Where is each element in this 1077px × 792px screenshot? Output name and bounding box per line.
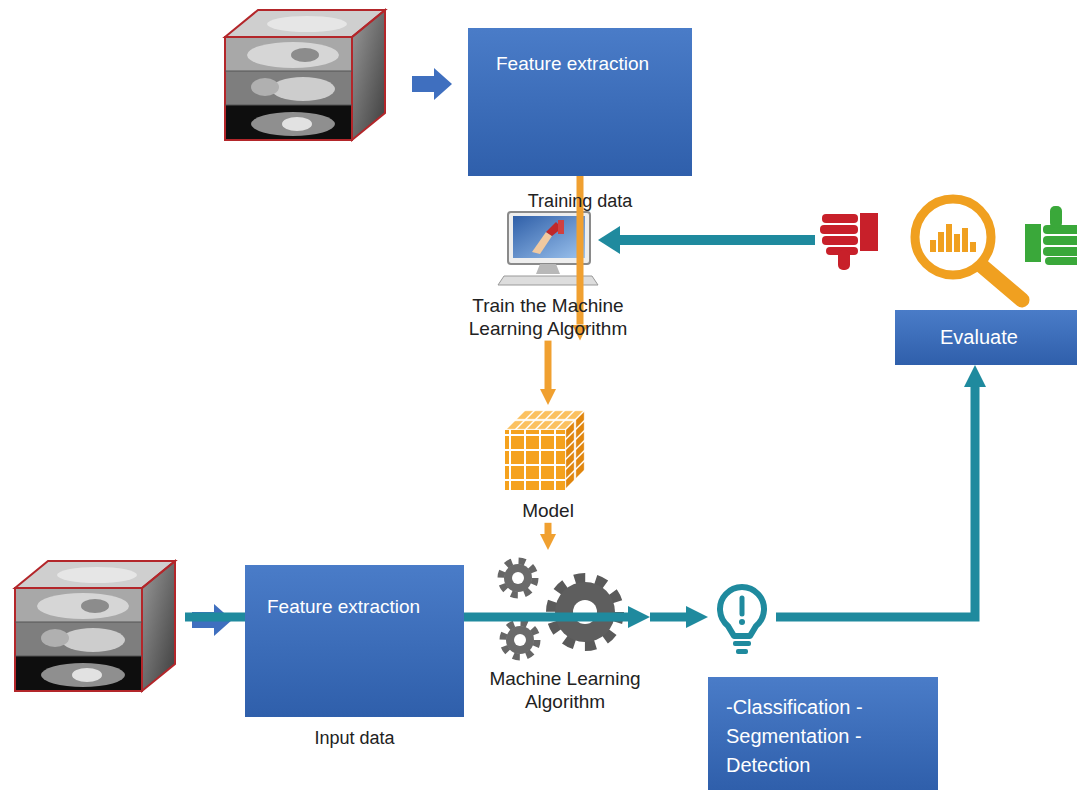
- node-caption: Input data: [185, 727, 524, 750]
- flow-arrow: [545, 523, 552, 534]
- node-caption: Training data: [408, 190, 752, 213]
- block-arrow-part: [412, 68, 452, 100]
- magnifier-icon-part: [938, 232, 944, 252]
- feedback-arrow-part: [618, 235, 815, 245]
- lightbulb-icon-part: [739, 619, 745, 625]
- magnifier-icon-part: [970, 242, 976, 252]
- computer-step: Train the Machine Learning Algorithm: [438, 200, 658, 341]
- magnifier-icon-part: [915, 199, 991, 275]
- process-box: Feature extractionTraining data: [468, 28, 692, 176]
- thumbs-up-icon-part: [1025, 224, 1041, 262]
- node-label: Machine Learning Algorithm: [480, 668, 650, 714]
- node-label: -Classification -Segmentation -Detection: [726, 693, 928, 780]
- gears-icon-part: [506, 626, 534, 654]
- node-label: Model: [478, 500, 618, 523]
- magnifier-icon-part: [982, 266, 1022, 300]
- thumbs-down-icon: [820, 213, 878, 270]
- mri-stack-image: [15, 561, 175, 691]
- magnifier-icon-part: [954, 234, 960, 252]
- node-label: Input data: [185, 727, 524, 750]
- node-label: Training data: [408, 190, 752, 213]
- gears-icon-part: [514, 634, 526, 646]
- gears-icon: [501, 561, 619, 657]
- thumbs-down-icon-part: [838, 250, 850, 270]
- feedback-arrow: [598, 226, 815, 254]
- thumbs-down-icon-part: [822, 214, 858, 223]
- lightbulb-icon-part: [733, 641, 751, 646]
- model-cube-icon-part: [505, 430, 565, 490]
- gears-icon-part: [555, 582, 615, 642]
- computer-icon-part: [532, 232, 552, 254]
- magnifier-icon-part: [930, 240, 936, 252]
- computer-icon-part: [558, 220, 564, 234]
- flow-arrow: [776, 387, 975, 617]
- gears-icon-part: [512, 572, 524, 584]
- model-cube-icon-part: [565, 410, 585, 490]
- magnifier-icon-part: [946, 224, 952, 252]
- thumbs-up-icon-part: [1045, 257, 1077, 265]
- block-arrow: [412, 68, 452, 100]
- lightbulb-icon-part: [740, 598, 745, 614]
- magnifier-icon: [915, 199, 1022, 300]
- gears-icon-part: [504, 564, 532, 592]
- evaluate-box: Evaluate: [895, 310, 1077, 365]
- computer-icon-part: [536, 264, 560, 274]
- model-cube-icon: [505, 410, 585, 490]
- algorithm-step: Machine Learning Algorithm: [480, 550, 650, 714]
- thumbs-up-icon: [1025, 206, 1077, 265]
- lightbulb-icon-part: [736, 649, 748, 654]
- flow-arrow: [650, 613, 686, 622]
- lightbulb-icon: [720, 587, 764, 654]
- thumbs-down-icon-part: [820, 225, 858, 234]
- flow-arrow: [545, 341, 552, 389]
- thumbs-down-icon-part: [860, 213, 878, 251]
- output-panel: -Classification -Segmentation -Detection: [708, 677, 938, 790]
- node-label: Feature extraction: [267, 595, 452, 619]
- output-box: -Classification -Segmentation -Detection: [708, 582, 938, 790]
- node-label: Train the Machine Learning Algorithm: [438, 295, 658, 341]
- feedback-arrow-part: [598, 226, 620, 254]
- gears-icon-part: [501, 561, 535, 595]
- computer-icon-part: [513, 216, 585, 258]
- gears-icon-part: [503, 623, 537, 657]
- mri-stack-image: [225, 10, 385, 140]
- lightbulb-icon-part: [720, 587, 764, 636]
- node-label: Feature extraction: [496, 52, 680, 76]
- process-box: Feature extractionInput data: [245, 565, 464, 717]
- model-step: Model: [478, 405, 618, 523]
- thumbs-up-icon-part: [1050, 206, 1062, 228]
- magnifier-icon-part: [962, 228, 968, 252]
- node-label: Evaluate: [940, 325, 1067, 350]
- thumbs-up-icon-part: [1043, 236, 1077, 245]
- gears-icon-part: [551, 578, 619, 646]
- thumbs-down-icon-part: [822, 236, 858, 245]
- mri-stack-image-part: [15, 561, 175, 691]
- mri-stack-image-part: [225, 10, 385, 140]
- thumbs-up-icon-part: [1043, 247, 1077, 256]
